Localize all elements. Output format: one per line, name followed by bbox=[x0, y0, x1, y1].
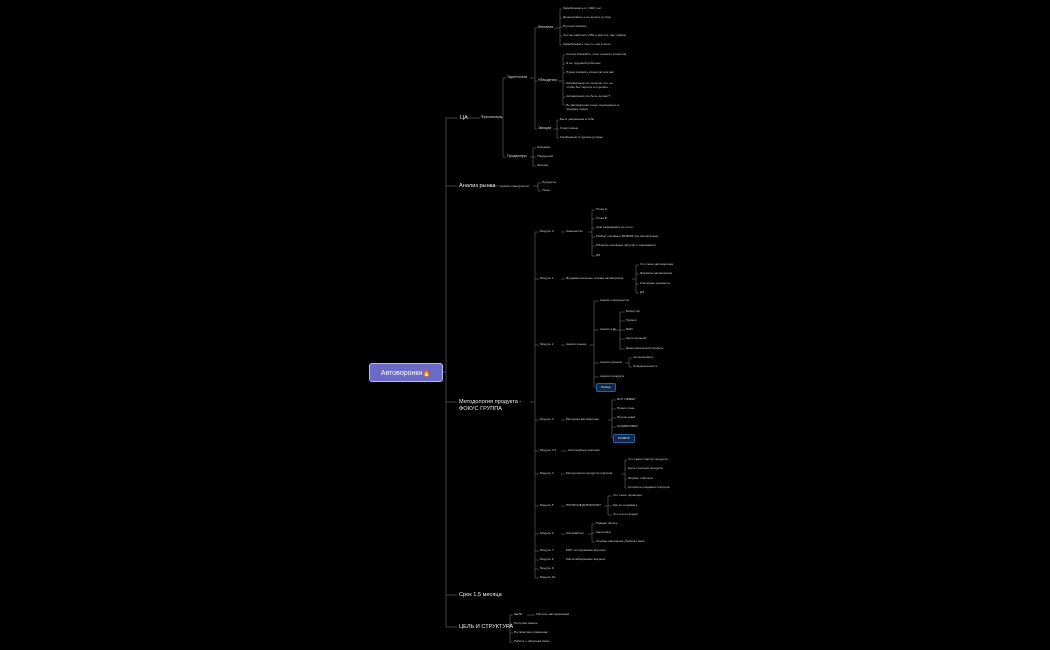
module-3-item[interactable]: Прямо темы bbox=[617, 406, 635, 410]
node-competitors[interactable]: Анализ конкурентов bbox=[500, 184, 529, 188]
desire-item[interactable]: Делегировать и не делать рутину bbox=[563, 15, 611, 19]
module-7[interactable]: Модуль 7 bbox=[540, 548, 554, 552]
node-desires[interactable]: Желания bbox=[538, 25, 554, 29]
module-0-item[interactable]: Разбор основных МИФОВ про автоворонки bbox=[596, 234, 659, 238]
module-6-item[interactable]: Основы написания убойного века bbox=[596, 539, 645, 543]
ca-item[interactable]: Выбор ЦА bbox=[626, 309, 640, 313]
objection-item[interactable]: Нужно вложить клиентов для вас bbox=[566, 70, 614, 74]
module-5-item[interactable]: Как их создавать bbox=[613, 503, 638, 507]
node-producers[interactable]: Продюсеры bbox=[507, 154, 527, 158]
selling-item[interactable]: Ассоциировать bbox=[633, 355, 654, 359]
producer-item[interactable]: Желания bbox=[537, 145, 551, 149]
module-6-item[interactable]: Навыки писать bbox=[596, 521, 618, 525]
module-2-review-box[interactable]: Разбор bbox=[596, 383, 616, 392]
node-targetologs[interactable]: Таргетологи bbox=[507, 75, 528, 79]
objection-item[interactable]: Не автоворонки очень подходящее в продаж… bbox=[566, 103, 620, 112]
node-emotions[interactable]: Эмоции bbox=[538, 126, 552, 130]
module-5[interactable]: Модуль 5 bbox=[540, 503, 554, 507]
module-8[interactable]: Модуль 8 bbox=[540, 557, 554, 561]
module-9[interactable]: Модуль 9 bbox=[540, 566, 554, 570]
module-0[interactable]: Модуль 0 bbox=[540, 229, 554, 233]
module-2-topic[interactable]: Анализ рынка bbox=[566, 342, 587, 346]
objection-item[interactable]: Автоворонки это быть делает? bbox=[566, 94, 611, 98]
module-10[interactable]: Модуль 10 bbox=[540, 575, 556, 579]
module-4-item[interactable]: Цель стартера продукта bbox=[628, 466, 663, 470]
ca-item[interactable]: Вайб bbox=[626, 327, 633, 331]
goal-item[interactable]: Получим знание bbox=[514, 621, 538, 625]
module-3-2-topic[interactable]: Автоподборы воронки bbox=[568, 448, 600, 452]
objection-item[interactable]: Я не трудовой работник bbox=[566, 61, 601, 65]
node-objections[interactable]: Убеждения bbox=[538, 78, 557, 82]
producer-item[interactable]: Убеждения bbox=[537, 154, 554, 158]
module-5-topic[interactable]: ПРОМО/ЛИД ВОРОНКИ bbox=[566, 503, 601, 507]
goal-detail[interactable]: Обучить автоворонкам bbox=[536, 612, 570, 616]
module-2[interactable]: Модуль 2 bbox=[540, 342, 554, 346]
module-8-topic[interactable]: Масштабирование воронки bbox=[566, 557, 606, 561]
emotion-item[interactable]: Быть уверенным в себе bbox=[560, 117, 595, 121]
branch-ca[interactable]: ЦА bbox=[460, 115, 468, 121]
module-1-topic[interactable]: Фундаментальные основы автоворонок bbox=[566, 276, 624, 280]
module-2-competitors[interactable]: Анализ конкурентов bbox=[600, 298, 629, 302]
emotion-item[interactable]: Свободным от делать рутины bbox=[560, 135, 603, 139]
objection-item[interactable]: сильно ближайте, опыт немного клиентов bbox=[566, 52, 627, 56]
goal-item[interactable]: ЦЕЛЬ bbox=[514, 612, 523, 616]
desire-item[interactable]: Зарабатывать чем-то, как в желе bbox=[563, 42, 611, 46]
module-4-topic[interactable]: Методология продукта стартера bbox=[566, 471, 613, 475]
module-1[interactable]: Модуль 1 bbox=[540, 276, 554, 280]
goal-item[interactable]: На практике применяют bbox=[514, 630, 549, 634]
module-3-item[interactable]: КАЛИБРОВКИ bbox=[617, 424, 638, 428]
branch-market[interactable]: Анализ рынка bbox=[459, 183, 496, 189]
module-2-selling[interactable]: Анализ рынков bbox=[600, 360, 622, 364]
market-item[interactable]: Продукты bbox=[542, 180, 556, 184]
selling-item[interactable]: Осведомленность bbox=[633, 364, 658, 368]
module-1-item[interactable]: ДЗ bbox=[640, 290, 644, 294]
objection-item[interactable]: Автоворонки это понятно что, но чтобы бе… bbox=[566, 81, 613, 90]
module-0-item[interactable]: Точка Б bbox=[596, 216, 607, 220]
branch-goal[interactable]: ЦЕЛЬ И СТРУКТУРА bbox=[459, 624, 514, 630]
module-6-topic[interactable]: Копирайтинг bbox=[566, 531, 585, 535]
module-2-product[interactable]: Анализ продукта bbox=[600, 374, 625, 378]
module-6-item[interactable]: Заголовки bbox=[596, 530, 611, 534]
module-1-item[interactable]: Ключевые элементы bbox=[640, 281, 670, 285]
branch-methodology[interactable]: Методология продукта - ФОКУС ГРУППА bbox=[459, 399, 522, 412]
module-5-item[interactable]: Что такое промоции bbox=[613, 493, 643, 497]
module-0-item[interactable]: Обзорно основные запуски и знакомимся bbox=[596, 243, 656, 247]
ca-item[interactable]: Пример bbox=[626, 318, 637, 322]
ca-item[interactable]: Карта желаний bbox=[626, 336, 647, 340]
desire-item[interactable]: Зарабатывать от 100К тыс bbox=[563, 6, 602, 10]
emotion-item[interactable]: Счастливым bbox=[560, 126, 578, 130]
desire-item[interactable]: Путешествовать bbox=[563, 24, 587, 28]
module-0-item[interactable]: ДЗ bbox=[596, 253, 600, 257]
module-3-review-box[interactable]: РАЗБОР bbox=[613, 434, 635, 443]
module-4-item[interactable]: Что такое стартер продукта bbox=[628, 457, 668, 461]
module-4-item[interactable]: Алгоритм создания стартера bbox=[628, 485, 670, 489]
goal-item[interactable]: Работа + обратная связь bbox=[514, 639, 550, 643]
root-node[interactable]: Автоворонки🔥 bbox=[369, 363, 443, 382]
module-3-item[interactable]: RNT ОФФЕР bbox=[617, 397, 636, 401]
module-0-item[interactable]: Чем занимаемся до этого bbox=[596, 225, 633, 229]
module-2-ca[interactable]: Анализ ЦА bbox=[600, 327, 616, 331]
module-4-item[interactable]: Формат стартера bbox=[628, 476, 653, 480]
module-3-2[interactable]: Модуль 3.2 bbox=[540, 448, 557, 452]
module-3-topic[interactable]: Методика автоворонок bbox=[566, 417, 599, 421]
node-freelancers[interactable]: Фрилансеры bbox=[481, 115, 503, 119]
module-3-item[interactable]: Прогон идей bbox=[617, 415, 635, 419]
market-item[interactable]: Темы bbox=[542, 188, 550, 192]
producer-item[interactable]: Эмоции bbox=[537, 163, 549, 167]
module-4[interactable]: Модуль 4 bbox=[540, 471, 554, 475]
desire-item[interactable]: Честно работать и ВК и крутить там трафи… bbox=[563, 33, 626, 37]
module-7-topic[interactable]: МКР тестирование воронки bbox=[566, 548, 606, 552]
module-0-item[interactable]: Точка А bbox=[596, 207, 607, 211]
module-0-topic[interactable]: Знакомство bbox=[566, 229, 583, 233]
ca-item[interactable]: Демографический профиль bbox=[626, 346, 664, 350]
branch-term[interactable]: Срок 1,5 месяца bbox=[459, 592, 502, 598]
module-3[interactable]: Модуль 3 bbox=[540, 417, 554, 421]
module-1-item[interactable]: Форматы автоворонок bbox=[640, 271, 673, 275]
module-5-item[interactable]: Что в него входит bbox=[613, 512, 639, 516]
module-1-item[interactable]: Что такое автоворонка bbox=[640, 262, 673, 266]
module-6[interactable]: Модуль 6 bbox=[540, 531, 554, 535]
